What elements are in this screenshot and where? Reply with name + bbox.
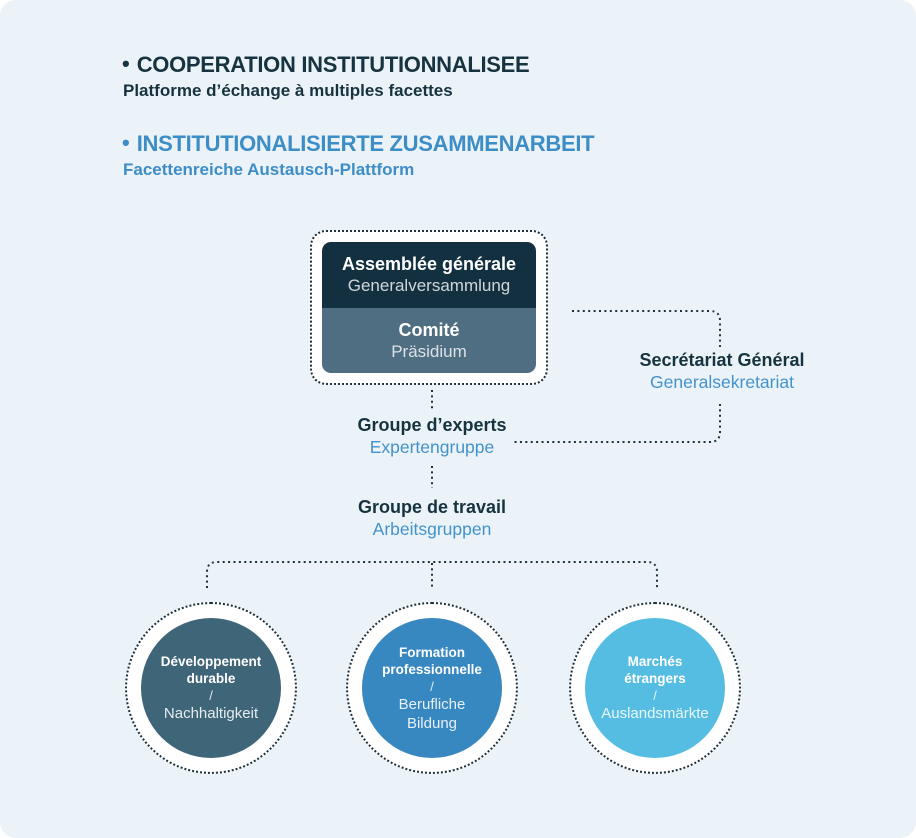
page-title-fr: COOPERATION INSTITUTIONNALISEE <box>136 52 530 77</box>
circle-vocational-training: Formation professionnelle / Berufliche B… <box>346 602 518 774</box>
experts-label-fr: Groupe d’experts <box>357 415 507 435</box>
circle3-separator: / <box>653 688 657 703</box>
page-subtitle-de: Facettenreiche Austausch-Plattform <box>123 160 415 179</box>
working-group-label: Groupe de travail Arbeitsgruppen <box>312 496 552 540</box>
circle1-separator: / <box>209 688 213 703</box>
secretariat-label-de: Generalsekretariat <box>650 372 794 392</box>
circle-foreign-markets-inner: Marchés étrangers / Auslandsmärkte <box>585 618 725 758</box>
title-french: • COOPERATION INSTITUTIONNALISEE Platfor… <box>122 51 742 102</box>
bullet-icon: • <box>122 51 130 76</box>
circle1-label-de: Nachhaltigkeit <box>163 705 259 722</box>
circle2-label-fr: Formation professionnelle <box>382 644 482 677</box>
title-german: • INSTITUTIONALISIERTE ZUSAMMENARBEIT Fa… <box>122 130 742 181</box>
committee-label-fr: Comité <box>398 319 460 340</box>
experts-label-de: Expertengruppe <box>369 437 495 457</box>
circle2-label-de: Berufliche Bildung <box>398 695 466 732</box>
assembly-committee-box-inner: Assemblée générale Generalversammlung Co… <box>322 242 536 373</box>
header-titles: • COOPERATION INSTITUTIONNALISEE Platfor… <box>122 51 742 181</box>
experts-group-label: Groupe d’experts Expertengruppe <box>312 414 552 458</box>
page-title-de: INSTITUTIONALISIERTE ZUSAMMENARBEIT <box>136 131 595 156</box>
working-label-de: Arbeitsgruppen <box>372 519 492 539</box>
circle-vocational-training-inner: Formation professionnelle / Berufliche B… <box>362 618 502 758</box>
circle-sustainable-development-inner: Développement durable / Nachhaltigkeit <box>141 618 281 758</box>
circle3-label-de: Auslandsmärkte <box>601 705 709 722</box>
circle1-label-fr: Développement durable <box>160 654 262 686</box>
secretariat-label-fr: Secrétariat Général <box>639 350 805 370</box>
circle2-separator: / <box>430 678 434 694</box>
assembly-label-de: Generalversammlung <box>347 276 511 296</box>
circle-foreign-markets: Marchés étrangers / Auslandsmärkte <box>569 602 741 774</box>
assembly-section: Assemblée générale Generalversammlung <box>322 242 536 308</box>
secretariat-label: Secrétariat Général Generalsekretariat <box>602 349 842 393</box>
circle3-label-fr: Marchés étrangers <box>624 654 686 686</box>
page-subtitle-fr: Platforme d’échange à multiples facettes <box>123 81 453 100</box>
assembly-label-fr: Assemblée générale <box>341 254 517 275</box>
bullet-icon: • <box>122 130 130 155</box>
circle-sustainable-development: Développement durable / Nachhaltigkeit <box>125 602 297 774</box>
working-label-fr: Groupe de travail <box>357 497 507 517</box>
committee-label-de: Präsidium <box>391 341 467 361</box>
committee-section: Comité Präsidium <box>322 307 536 373</box>
assembly-committee-box: Assemblée générale Generalversammlung Co… <box>310 230 548 385</box>
